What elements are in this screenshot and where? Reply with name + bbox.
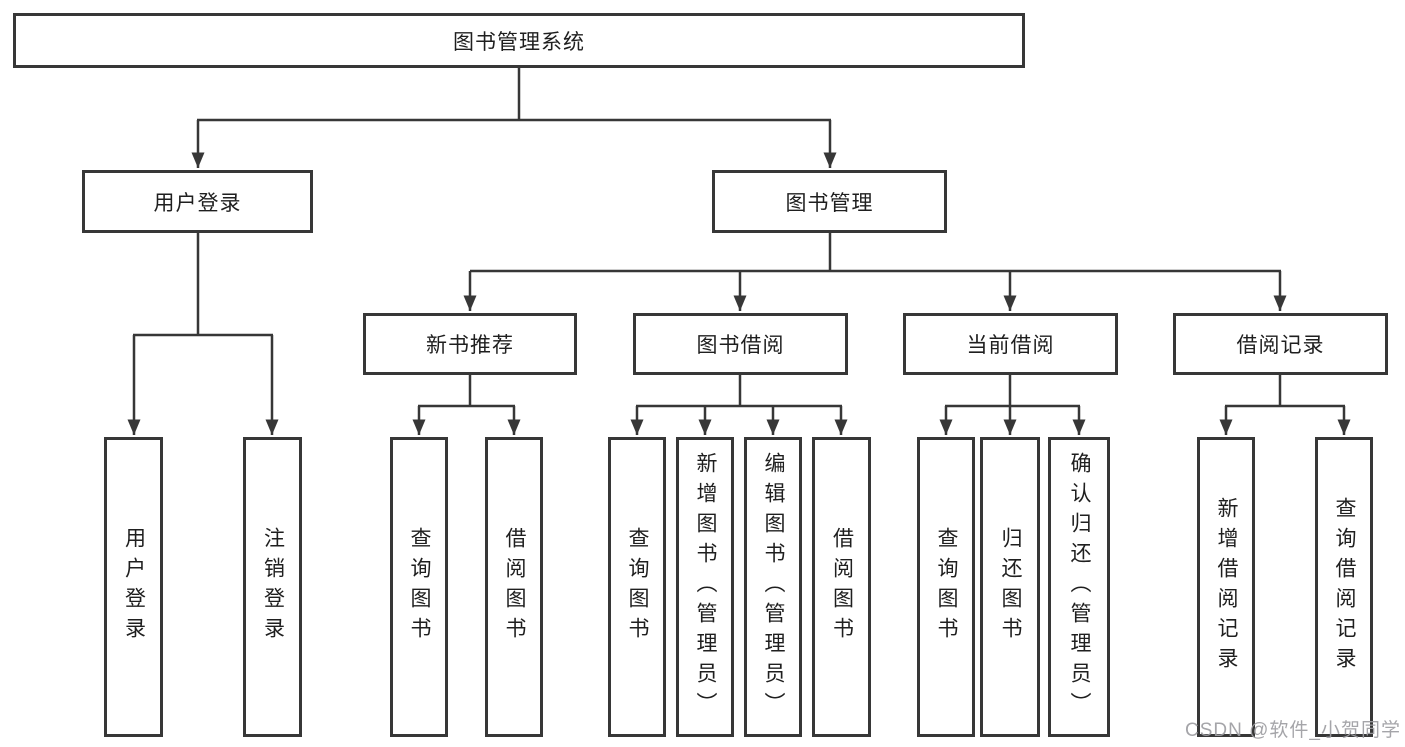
leaf-borrow-books: 借阅图书: [812, 437, 871, 737]
node-new-book-recommend: 新书推荐: [363, 313, 577, 375]
node-library-system: 图书管理系统: [13, 13, 1025, 68]
node-current-borrowing: 当前借阅: [903, 313, 1118, 375]
leaf-query-borrow-record: 查询借阅记录: [1315, 437, 1373, 737]
node-user-login: 用户登录: [82, 170, 313, 233]
leaf-add-borrow-record: 新增借阅记录: [1197, 437, 1255, 737]
leaf-borrow-books-recommend: 借阅图书: [485, 437, 543, 737]
leaf-query-books-recommend: 查询图书: [390, 437, 448, 737]
leaf-logout: 注销登录: [243, 437, 302, 737]
node-book-borrowing: 图书借阅: [633, 313, 848, 375]
leaf-edit-books-admin: 编辑图书（管理员）: [744, 437, 802, 737]
leaf-add-books-admin: 新增图书（管理员）: [676, 437, 734, 737]
leaf-query-books-current: 查询图书: [917, 437, 975, 737]
leaf-return-books: 归还图书: [980, 437, 1040, 737]
watermark: CSDN @软件_小贺同学: [1185, 720, 1401, 741]
node-borrowing-records: 借阅记录: [1173, 313, 1388, 375]
leaf-user-login: 用户登录: [104, 437, 163, 737]
leaf-confirm-return-admin: 确认归还（管理员）: [1048, 437, 1110, 737]
node-book-management: 图书管理: [712, 170, 947, 233]
leaf-query-books-borrowing: 查询图书: [608, 437, 666, 737]
